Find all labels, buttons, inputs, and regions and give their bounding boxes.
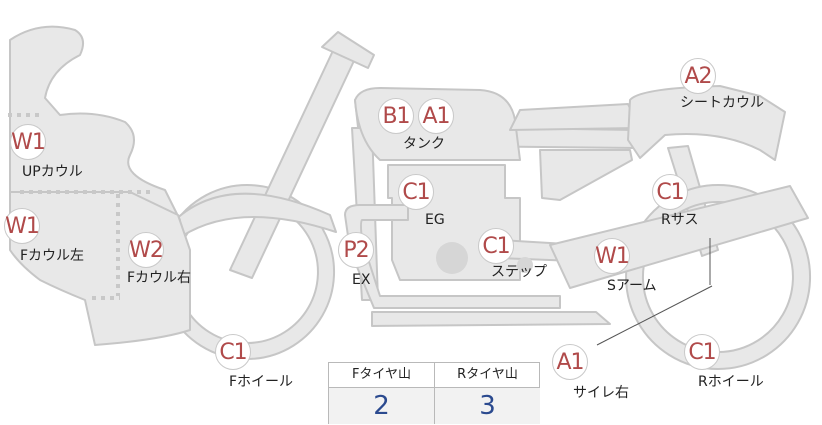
- r-wheel-grade-badge: C1: [684, 334, 720, 370]
- rear-tread-value: 3: [435, 388, 540, 424]
- handlebar-shape: [321, 31, 375, 69]
- tank-grade-badge-2: A1: [418, 98, 454, 134]
- seat-cowl-shape: [627, 85, 786, 161]
- tank-label: タンク: [403, 136, 445, 152]
- step-grade-badge: C1: [478, 228, 514, 264]
- seat-shape: [509, 103, 641, 131]
- silencer-right-grade-badge: A1: [552, 344, 588, 380]
- front-fender-shape: [174, 192, 337, 237]
- exhaust-label: EX: [352, 272, 371, 288]
- r-suspension-grade-badge: C1: [652, 174, 688, 210]
- engine-grade-badge: C1: [398, 174, 434, 210]
- silencer-right-label: サイレ右: [573, 385, 629, 401]
- seat-cowl-grade-badge: A2: [680, 58, 716, 94]
- swing-arm-label: Sアーム: [607, 278, 657, 294]
- f-cowl-right-grade-badge: W2: [128, 232, 164, 268]
- r-suspension-label: Rサス: [661, 212, 699, 228]
- f-cowl-left-grade-badge: W1: [4, 208, 40, 244]
- front-cowl-shape: [9, 191, 191, 346]
- tire-tread-table: Fタイヤ山 Rタイヤ山 2 3: [328, 362, 540, 424]
- exhaust-grade-badge: P2: [338, 232, 374, 268]
- rear-tread-header: Rタイヤ山: [457, 367, 518, 382]
- lower-exhaust-shape: [371, 311, 611, 327]
- exhaust-shape: [344, 204, 561, 309]
- step-pivot-shape: [517, 257, 533, 273]
- side-cover-shape: [539, 149, 633, 201]
- up-cowl-grade-badge: W1: [10, 124, 46, 160]
- tread-table-divider-v: [434, 363, 435, 423]
- swing-arm-grade-badge: W1: [594, 238, 630, 274]
- f-wheel-grade-badge: C1: [215, 334, 251, 370]
- f-wheel-label: Fホイール: [229, 374, 294, 390]
- silencer-leader-line: [596, 285, 713, 346]
- front-tread-header: Fタイヤ山: [351, 367, 412, 382]
- tank-grade-badge-1: B1: [378, 98, 414, 134]
- seat-cowl-label: シートカウル: [680, 95, 764, 111]
- r-wheel-label: Rホイール: [698, 374, 764, 390]
- up-cowl-shape: [9, 25, 181, 221]
- up-cowl-label: UPカウル: [22, 164, 83, 180]
- engine-label: EG: [425, 212, 445, 228]
- engine-sprocket-shape: [436, 242, 468, 274]
- step-label: ステップ: [491, 264, 547, 280]
- front-tread-value: 2: [329, 388, 434, 424]
- f-cowl-right-label: Fカウル右: [127, 270, 192, 286]
- f-cowl-left-label: Fカウル左: [20, 248, 85, 264]
